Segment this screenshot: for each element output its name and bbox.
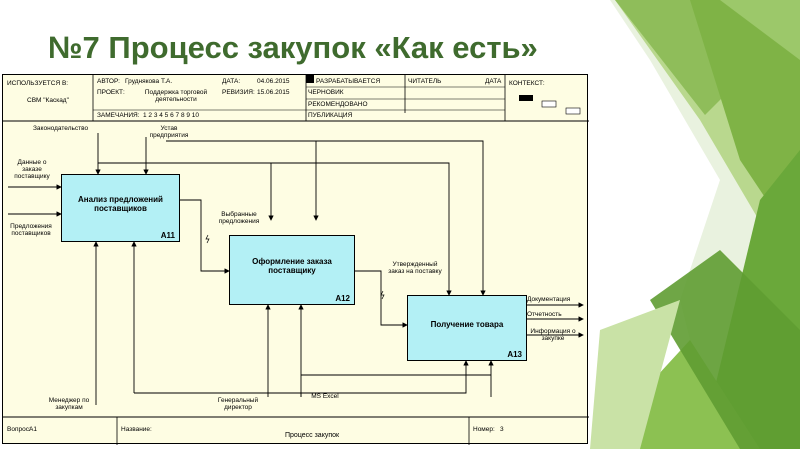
footer-number-label: Номер:	[473, 426, 495, 433]
arrow-label-ms-excel: MS Excel	[311, 393, 339, 400]
status-recommended: РЕКОМЕНДОВАНО	[308, 101, 368, 108]
process-box-a11[interactable]: Анализ предложений поставщиков A11	[61, 174, 180, 242]
notes-numbers: 1 2 3 4 5 6 7 8 9 10	[143, 112, 199, 119]
author-value: Груднякова Т.А.	[125, 78, 172, 85]
arrow-label-reporting: Отчетность	[527, 311, 562, 318]
revision-label: РЕВИЗИЯ:	[222, 89, 255, 96]
arrow-label-purchase-manager: Менеджер по закупкам	[43, 397, 95, 411]
arrow-label-selected-offers: Выбранные предложения	[211, 211, 267, 225]
process-box-a13[interactable]: Получение товара A13	[407, 295, 527, 361]
used-at-label: ИСПОЛЬЗУЕТСЯ В:	[7, 80, 68, 87]
footer-name-label: Название:	[121, 426, 152, 433]
arrow-label-charter: Устав предприятия	[149, 125, 189, 139]
context-label: КОНТЕКСТ:	[509, 80, 545, 87]
process-box-a12-id: A12	[335, 294, 350, 303]
footer-node-value: А1	[29, 426, 37, 433]
footer-name-value: Процесс закупок	[285, 432, 339, 440]
arrow-label-order-data: Данные о заказе поставщику	[7, 159, 57, 180]
revision-value: 15.06.2015	[257, 89, 290, 96]
arrow-label-general-director: Генеральный директор	[211, 397, 265, 411]
project-label: ПРОЕКТ:	[97, 89, 125, 96]
used-at-value: СВМ "Каскад"	[27, 97, 69, 104]
idef0-diagram: ИСПОЛЬЗУЕТСЯ В: СВМ "Каскад" АВТОР: Груд…	[2, 74, 588, 444]
status-draft: ЧЕРНОВИК	[308, 89, 344, 96]
footer-node-label: Вопрос:	[7, 426, 31, 433]
process-box-a12[interactable]: Оформление заказа поставщику A12	[229, 235, 355, 305]
arrow-label-purchase-info: Информация о закупке	[527, 328, 579, 342]
slide-title: №7 Процесс закупок «Как есть»	[48, 30, 538, 66]
arrow-label-legislation: Законодательство	[33, 125, 88, 132]
status-publication: ПУБЛИКАЦИЯ	[308, 112, 352, 119]
arrow-label-documentation: Документация	[527, 296, 570, 303]
process-box-a11-id: A11	[161, 231, 175, 240]
project-value: Поддержка торговой деятельности	[139, 89, 213, 103]
process-box-a13-id: A13	[507, 350, 522, 359]
date-value: 04.06.2015	[257, 78, 290, 85]
arrow-label-supplier-offers: Предложения поставщиков	[5, 223, 57, 237]
footer-number-value: 3	[500, 426, 504, 433]
notes-label: ЗАМЕЧАНИЯ:	[97, 112, 140, 119]
reader-date-label: ДАТА	[485, 78, 501, 85]
arrow-label-approved-order: Утвержденный заказ на поставку	[387, 261, 443, 275]
author-label: АВТОР:	[97, 78, 120, 85]
date-label: ДАТА:	[222, 78, 240, 85]
reader-label: ЧИТАТЕЛЬ	[408, 78, 441, 85]
status-working: РАЗРАБАТЫВАЕТСЯ	[316, 78, 380, 85]
